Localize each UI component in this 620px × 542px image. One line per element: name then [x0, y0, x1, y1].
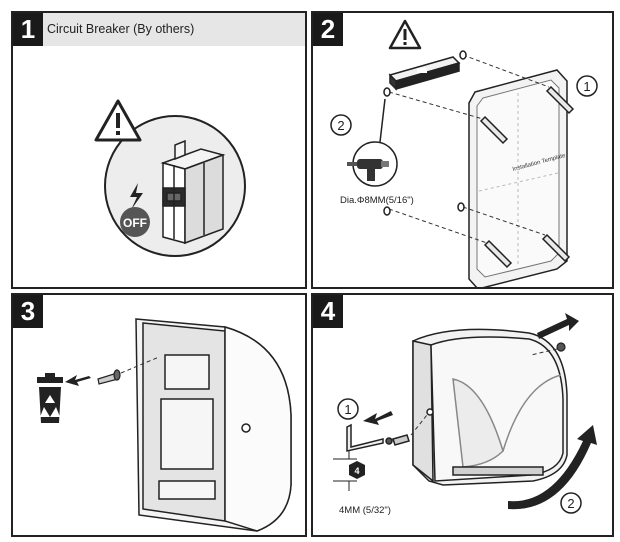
callout-1-label: 1 [583, 79, 590, 94]
dryer-housing [135, 318, 292, 532]
arrow-up-right-icon [537, 313, 579, 339]
warning-icon [94, 99, 142, 142]
callout-2-circle [560, 492, 582, 514]
recycle-bin-icon [37, 373, 63, 423]
lightning-icon [130, 183, 143, 210]
drill-spec: Dia.Φ8MM(5/16") [340, 195, 414, 206]
hex-size-label: 4 [354, 466, 359, 476]
callout-2-circle [330, 114, 352, 136]
template-mounting-illustration: Installation Template 1 2 [330, 19, 598, 287]
step-number: 2 [313, 13, 343, 46]
callout-2-label: 2 [567, 496, 574, 511]
drill-hole [383, 50, 467, 216]
circuit-breaker-illustration: OFF [94, 99, 246, 257]
dimension-marker [333, 451, 357, 491]
off-label: OFF [123, 216, 147, 230]
warning-icon [388, 19, 422, 50]
step-4-panel: 4 2 1 [311, 293, 614, 537]
step-title: Circuit Breaker (By others) [47, 22, 195, 36]
screw-icon [556, 342, 566, 352]
off-badge [120, 207, 150, 237]
rotate-arrow-icon [508, 425, 597, 510]
callout-1-circle [576, 75, 598, 97]
left-arrow-icon [65, 375, 91, 386]
drill-leader-line [379, 98, 386, 143]
hand-dryer-cover [412, 328, 568, 486]
cover-installation-illustration: 2 1 4 4MM (5/32") [333, 313, 597, 516]
step-title-bar [43, 13, 305, 46]
hex-key-icon [346, 423, 410, 452]
callout-1-label: 1 [344, 402, 351, 417]
cover-removal-illustration [37, 318, 292, 532]
callout-1-circle [337, 398, 359, 420]
step-number: 3 [13, 295, 43, 328]
screw-icon [97, 369, 121, 385]
spirit-level-icon [388, 56, 461, 91]
step-2-panel: 2 Installation Template [311, 11, 614, 289]
installation-template [468, 69, 568, 287]
step-1-panel: 1 Circuit Breaker (By others) OFF [11, 11, 307, 289]
step-number: 4 [313, 295, 343, 328]
breaker-icon [160, 139, 226, 245]
alignment-lines [388, 54, 550, 244]
left-arrow-icon [363, 411, 393, 425]
step-number: 1 [13, 13, 43, 46]
drill-icon [347, 159, 389, 181]
anchor-plug [479, 85, 575, 269]
callout-2-label: 2 [337, 118, 344, 133]
key-spec: 4MM (5/32") [339, 505, 391, 516]
hex-size-badge [349, 461, 365, 479]
step-3-panel: 3 [11, 293, 307, 537]
